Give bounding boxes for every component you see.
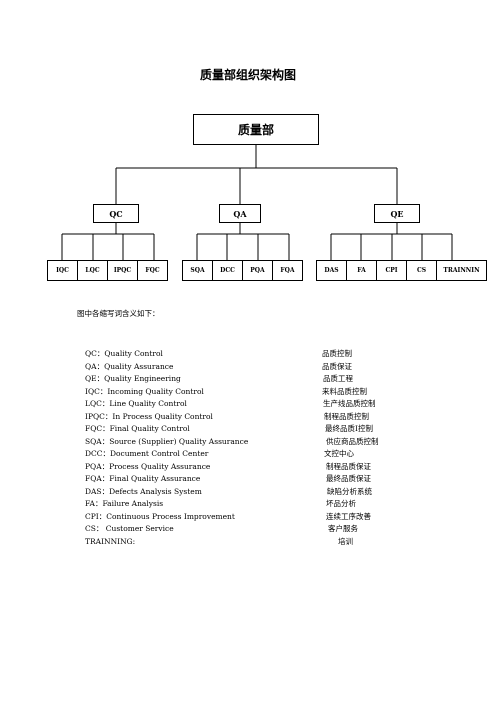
legend-item: QA：Quality Assurance 品质保证 xyxy=(85,361,425,374)
legend-meaning: 制程品质控制 xyxy=(324,411,369,421)
leaf-label: CS xyxy=(416,267,427,274)
leaf-node-cpi: CPI xyxy=(376,260,407,281)
legend-abbr: IQC：Incoming Quality Control xyxy=(85,386,204,396)
dept-node-qa: QA xyxy=(219,204,261,223)
legend-abbr: IPQC：In Process Quality Control xyxy=(85,411,213,421)
leaf-label: DCC xyxy=(220,267,235,274)
leaf-label: IPQC xyxy=(113,267,132,274)
leaf-label: PQA xyxy=(250,267,265,274)
legend-intro: 图中各缩写词含义如下： xyxy=(77,309,160,318)
legend-meaning: 缺陷分析系统 xyxy=(327,486,372,496)
leaf-node-das: DAS xyxy=(316,260,347,281)
legend-meaning: 供应商品质控制 xyxy=(326,436,379,446)
legend-abbr: SQA：Source (Supplier) Quality Assurance xyxy=(85,436,249,446)
legend-meaning: 品质工程 xyxy=(323,374,353,383)
legend-item: CS： Customer Service 客户服务 xyxy=(85,523,425,536)
legend-item: QE：Quality Engineering 品质工程 xyxy=(85,373,425,386)
legend-item: CPI：Continuous Process Improvement 连续工序改善 xyxy=(85,511,425,524)
leaf-label: FQC xyxy=(145,267,160,274)
leaf-node-fa: FA xyxy=(346,260,377,281)
legend-item: FQA：Final Quality Assurance 最终品质保证 xyxy=(85,473,425,486)
leaf-node-trainnin: TRAINNIN xyxy=(436,260,487,281)
legend-meaning: 培训 xyxy=(338,536,353,546)
dept-node-qc: QC xyxy=(93,204,139,223)
legend-abbr: QC：Quality Control xyxy=(85,349,163,358)
legend-abbr: PQA：Process Quality Assurance xyxy=(85,461,211,471)
leaf-node-fqc: FQC xyxy=(137,260,168,281)
legend-item: IPQC：In Process Quality Control 制程品质控制 xyxy=(85,411,425,424)
legend-item: IQC：Incoming Quality Control 来料品质控制 xyxy=(85,386,425,399)
abbreviation-legend: QC：Quality Control 品质控制 QA：Quality Assura… xyxy=(85,348,425,548)
legend-meaning: 最终品质保证 xyxy=(326,474,371,483)
leaf-node-sqa: SQA xyxy=(182,260,213,281)
leaf-label: FA xyxy=(357,267,366,274)
dept-label: QC xyxy=(109,208,123,219)
leaf-label: LQC xyxy=(85,267,100,274)
leaf-node-iqc: IQC xyxy=(47,260,78,281)
legend-item: SQA：Source (Supplier) Quality Assurance 供… xyxy=(85,436,425,449)
legend-abbr: FQC：Final Quality Control xyxy=(85,424,190,433)
legend-item: DAS：Defects Analysis System 缺陷分析系统 xyxy=(85,486,425,499)
legend-abbr: FQA：Final Quality Assurance xyxy=(85,474,201,483)
legend-abbr: FA：Failure Analysis xyxy=(85,499,164,508)
dept-label: QA xyxy=(233,208,247,219)
leaf-label: SQA xyxy=(190,267,205,274)
legend-item: FA：Failure Analysis 坏品分析 xyxy=(85,498,425,511)
leaf-label: IQC xyxy=(56,267,69,274)
legend-abbr: QA：Quality Assurance xyxy=(85,361,174,371)
legend-meaning: 文控中心 xyxy=(324,449,354,458)
leaf-node-fqa: FQA xyxy=(272,260,303,281)
legend-abbr: DCC：Document Control Center xyxy=(85,449,209,458)
legend-item: FQC：Final Quality Control 最终品质Ⅰ控制 xyxy=(85,423,425,436)
leaf-label: FQA xyxy=(280,267,295,274)
leaf-node-dcc: DCC xyxy=(212,260,243,281)
leaf-node-pqa: PQA xyxy=(242,260,273,281)
legend-item: PQA：Process Quality Assurance 制程品质保证 xyxy=(85,461,425,474)
legend-abbr: CS： Customer Service xyxy=(85,524,174,533)
legend-item: TRAINNING: 培训 xyxy=(85,536,425,549)
legend-meaning: 生产线品质控制 xyxy=(323,399,376,408)
legend-meaning: 来料品质控制 xyxy=(322,386,367,396)
leaf-label: CPI xyxy=(385,267,398,274)
legend-meaning: 客户服务 xyxy=(328,524,358,533)
legend-item: LQC：Line Quality Control 生产线品质控制 xyxy=(85,398,425,411)
legend-meaning: 制程品质保证 xyxy=(326,461,371,471)
legend-item: DCC：Document Control Center 文控中心 xyxy=(85,448,425,461)
leaf-node-lqc: LQC xyxy=(77,260,108,281)
legend-abbr: DAS：Defects Analysis System xyxy=(85,486,202,496)
legend-item: QC：Quality Control 品质控制 xyxy=(85,348,425,361)
legend-meaning: 最终品质Ⅰ控制 xyxy=(325,424,373,433)
root-label: 质量部 xyxy=(237,123,274,137)
page-title: 质量部组织架构图 xyxy=(199,68,296,82)
legend-meaning: 品质保证 xyxy=(322,361,352,371)
legend-abbr: QE：Quality Engineering xyxy=(85,374,181,383)
legend-abbr: LQC：Line Quality Control xyxy=(85,399,187,408)
root-node: 质量部 xyxy=(193,114,319,145)
leaf-node-ipqc: IPQC xyxy=(107,260,138,281)
legend-meaning: 坏品分析 xyxy=(326,499,356,508)
leaf-node-cs: CS xyxy=(406,260,437,281)
legend-meaning: 连续工序改善 xyxy=(326,511,371,521)
leaf-label: TRAINNIN xyxy=(443,267,480,274)
leaf-label: DAS xyxy=(324,267,339,274)
connector-lines xyxy=(61,144,453,260)
legend-abbr: TRAINNING: xyxy=(85,536,136,546)
legend-abbr: CPI：Continuous Process Improvement xyxy=(85,511,235,521)
legend-meaning: 品质控制 xyxy=(322,349,352,358)
dept-node-qe: QE xyxy=(374,204,420,223)
dept-label: QE xyxy=(390,208,404,219)
